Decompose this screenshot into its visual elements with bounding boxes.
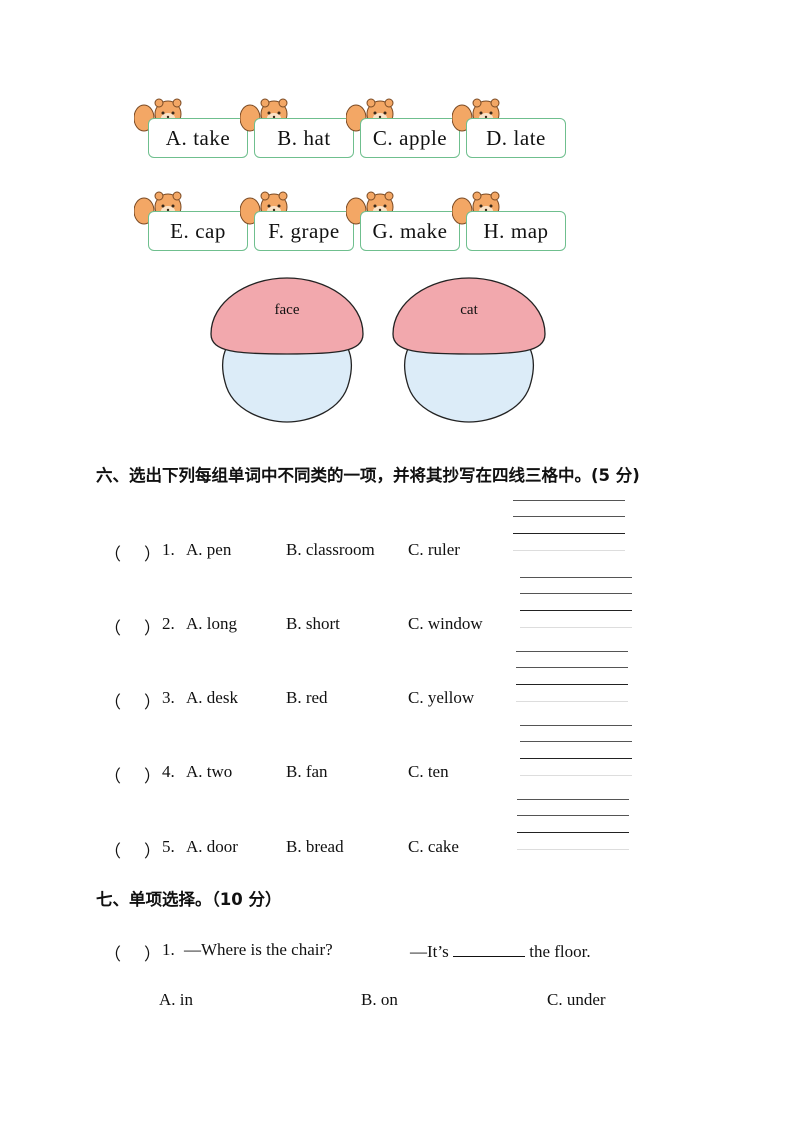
word-card-word: map	[510, 218, 549, 243]
word-card: F.grape	[254, 211, 354, 251]
word-card-slot: H.map	[452, 191, 572, 271]
mushroom-icon	[392, 277, 546, 423]
answer-suffix: the floor.	[529, 942, 591, 961]
section-6-title: 六、选出下列每组单词中不同类的一项，并将其抄写在四线三格中。(5 分)	[96, 466, 640, 485]
question-text: —Where is the chair?	[184, 940, 333, 959]
paren-close: ）	[144, 767, 161, 786]
paren-close: ）	[144, 693, 161, 712]
option-a[interactable]: A. desk	[186, 688, 238, 707]
question-number: 2.	[162, 614, 175, 633]
paren-open: （	[104, 842, 121, 861]
paren-close: ）	[144, 619, 161, 638]
answer-line: —It’s the floor.	[410, 940, 591, 962]
option-c[interactable]: C. window	[408, 614, 483, 633]
option-b[interactable]: B. bread	[286, 837, 344, 856]
word-card-letter: F.	[268, 218, 285, 243]
word-card-word: apple	[399, 125, 448, 150]
paren-close: ）	[144, 545, 161, 564]
four-line-grid	[516, 651, 628, 705]
option-c[interactable]: C. cake	[408, 837, 459, 856]
option-a[interactable]: A. pen	[186, 540, 232, 559]
word-card: C.apple	[360, 118, 460, 158]
word-card-letter: G.	[372, 218, 394, 243]
option-a[interactable]: A. in	[159, 990, 193, 1009]
question-number: 1.	[162, 940, 175, 959]
word-card: G.make	[360, 211, 460, 251]
option-c[interactable]: C. under	[547, 990, 606, 1009]
word-card-letter: C.	[372, 125, 394, 150]
word-card-letter: B.	[277, 125, 298, 150]
option-b[interactable]: B. red	[286, 688, 328, 707]
option-b[interactable]: B. fan	[286, 762, 328, 781]
word-card-slot: F.grape	[240, 191, 360, 271]
word-card-slot: G.make	[346, 191, 466, 271]
option-a[interactable]: A. long	[186, 614, 237, 633]
word-card-slot: E.cap	[134, 191, 254, 271]
paren-open: （	[104, 945, 121, 964]
mushroom-label: cat	[460, 302, 478, 318]
word-card: B.hat	[254, 118, 354, 158]
word-card: A.take	[148, 118, 248, 158]
section-7-title: 七、单项选择。（10 分）	[96, 890, 282, 909]
paren-close: ）	[144, 842, 161, 861]
word-card-word: late	[513, 125, 546, 150]
mushroom-cat: cat	[389, 272, 549, 432]
paren-open: （	[104, 767, 121, 786]
word-card-letter: H.	[483, 218, 505, 243]
word-cards-row-2: E.cap F.grape G.make H.map	[0, 191, 800, 271]
word-card-word: cap	[195, 218, 226, 243]
question-number: 3.	[162, 688, 175, 707]
word-card: H.map	[466, 211, 566, 251]
word-card-letter: D.	[486, 125, 508, 150]
word-card-word: hat	[303, 125, 331, 150]
answer-prefix: —It’s	[410, 942, 449, 961]
option-c[interactable]: C. yellow	[408, 688, 475, 707]
question-number: 5.	[162, 837, 175, 856]
option-a[interactable]: A. two	[186, 762, 233, 781]
word-card-word: grape	[290, 218, 340, 243]
option-b[interactable]: B. short	[286, 614, 340, 633]
word-card-word: take	[193, 125, 231, 150]
word-card-slot: C.apple	[346, 98, 466, 178]
word-card-slot: A.take	[134, 98, 254, 178]
paren-close: ）	[144, 945, 161, 964]
word-cards-row-1: A.take B.hat C.apple D.late	[0, 98, 800, 178]
word-card: D.late	[466, 118, 566, 158]
option-b[interactable]: B. on	[361, 990, 398, 1009]
four-line-grid	[517, 799, 629, 853]
four-line-grid	[520, 577, 632, 631]
paren-open: （	[104, 619, 121, 638]
option-c[interactable]: C. ten	[408, 762, 449, 781]
mushroom-face: face	[207, 272, 367, 432]
question-number: 4.	[162, 762, 175, 781]
answer-blank[interactable]	[452, 940, 525, 957]
option-a[interactable]: A. door	[186, 837, 238, 856]
word-card-slot: D.late	[452, 98, 572, 178]
paren-open: （	[104, 693, 121, 712]
word-card: E.cap	[148, 211, 248, 251]
word-card-slot: B.hat	[240, 98, 360, 178]
option-b[interactable]: B. classroom	[286, 540, 375, 559]
word-card-word: make	[399, 218, 448, 243]
question-number: 1.	[162, 540, 175, 559]
mushroom-label: face	[274, 302, 300, 318]
word-card-letter: E.	[170, 218, 190, 243]
word-card-letter: A.	[165, 125, 188, 150]
four-line-grid	[513, 500, 625, 554]
option-c[interactable]: C. ruler	[408, 540, 460, 559]
four-line-grid	[520, 725, 632, 779]
paren-open: （	[104, 545, 121, 564]
mushroom-icon	[210, 277, 364, 423]
